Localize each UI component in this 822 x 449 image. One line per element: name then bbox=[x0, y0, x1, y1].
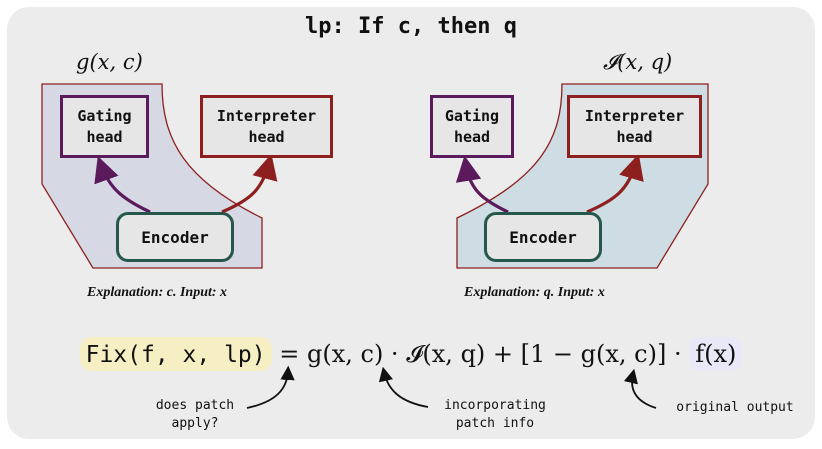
original-output-arrow bbox=[623, 368, 657, 409]
fix-term-highlight: Fix(f, x, lp) bbox=[79, 337, 272, 371]
left-gating-arrow bbox=[94, 155, 151, 214]
left-gating-head: Gating head bbox=[60, 95, 149, 158]
left-function-label: g(x, c) bbox=[76, 50, 143, 74]
right-interpreter-arrow bbox=[586, 153, 644, 214]
patch-apply-arrow bbox=[246, 365, 295, 409]
diagram-title: lp: If c, then q bbox=[305, 14, 517, 39]
fix-term: Fix(f, x, lp) bbox=[85, 342, 266, 368]
patch-info-arrow bbox=[378, 366, 429, 408]
right-gating-head: Gating head bbox=[430, 95, 514, 158]
equation-body: = g(x, c) · 𝓘(x, q) + [1 − g(x, c)] · bbox=[271, 340, 690, 368]
fix-equation: Fix(f, x, lp) = g(x, c) · 𝓘(x, q) + [1 −… bbox=[0, 332, 822, 376]
does-patch-apply-annotation: does patch apply? bbox=[155, 398, 235, 431]
right-function-label: 𝓘(x, q) bbox=[603, 50, 673, 74]
original-term: f(x) bbox=[695, 340, 737, 368]
left-encoder: Encoder bbox=[116, 212, 234, 262]
left-interpreter-arrow bbox=[221, 153, 278, 214]
right-encoder: Encoder bbox=[484, 212, 602, 262]
incorporating-patch-info-annotation: incorporating patch info bbox=[444, 398, 546, 431]
right-gating-arrow bbox=[455, 155, 509, 214]
right-interpreter-head: Interpreter head bbox=[567, 95, 702, 158]
original-term-highlight: f(x) bbox=[689, 337, 743, 371]
left-interpreter-head: Interpreter head bbox=[200, 95, 333, 158]
left-caption: Explanation: c. Input: x bbox=[87, 285, 228, 300]
original-output-annotation: original output bbox=[676, 400, 794, 415]
right-caption: Explanation: q. Input: x bbox=[464, 285, 605, 300]
